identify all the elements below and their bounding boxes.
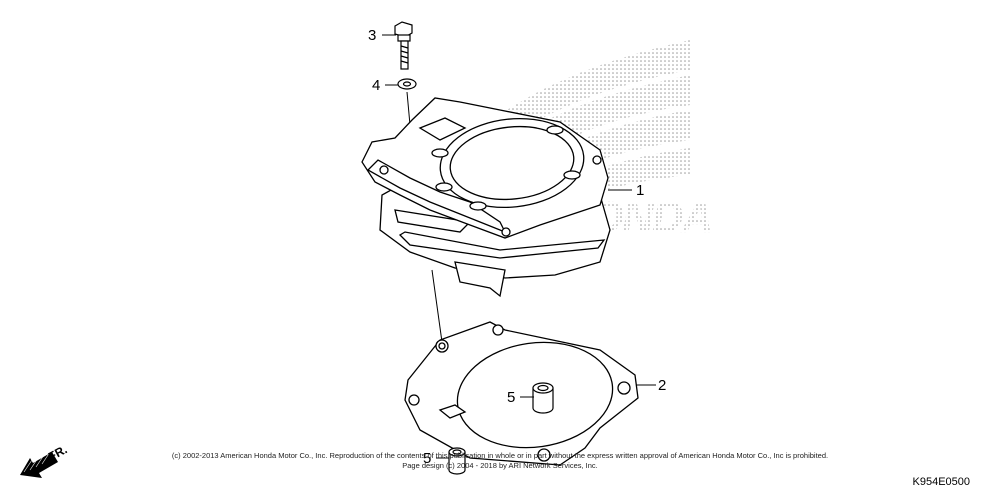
washer-part[interactable] <box>397 78 417 90</box>
front-direction-arrow <box>20 451 58 478</box>
callout-1[interactable]: 1 <box>636 182 645 199</box>
dowel-pin-upper[interactable] <box>532 382 554 414</box>
gasket-part[interactable] <box>404 321 639 466</box>
bolt-leader-line <box>406 91 411 126</box>
callout-5-lower[interactable]: 5 <box>423 450 432 467</box>
copyright-line-2: Page design (c) 2004 - 2018 by ARI Netwo… <box>402 461 598 470</box>
callout-3[interactable]: 3 <box>368 27 377 44</box>
cylinder-part[interactable] <box>361 97 611 298</box>
callout-2[interactable]: 2 <box>658 377 667 394</box>
dowel-pin-lower[interactable] <box>448 447 466 475</box>
callout-5-upper[interactable]: 5 <box>507 389 516 406</box>
diagram-code: K954E0500 <box>912 476 971 488</box>
callout-4[interactable]: 4 <box>372 77 381 94</box>
bolt-part[interactable] <box>394 21 413 70</box>
dowel-leader-line <box>431 269 443 343</box>
copyright-line-1: (c) 2002-2013 American Honda Motor Co., … <box>171 451 829 460</box>
